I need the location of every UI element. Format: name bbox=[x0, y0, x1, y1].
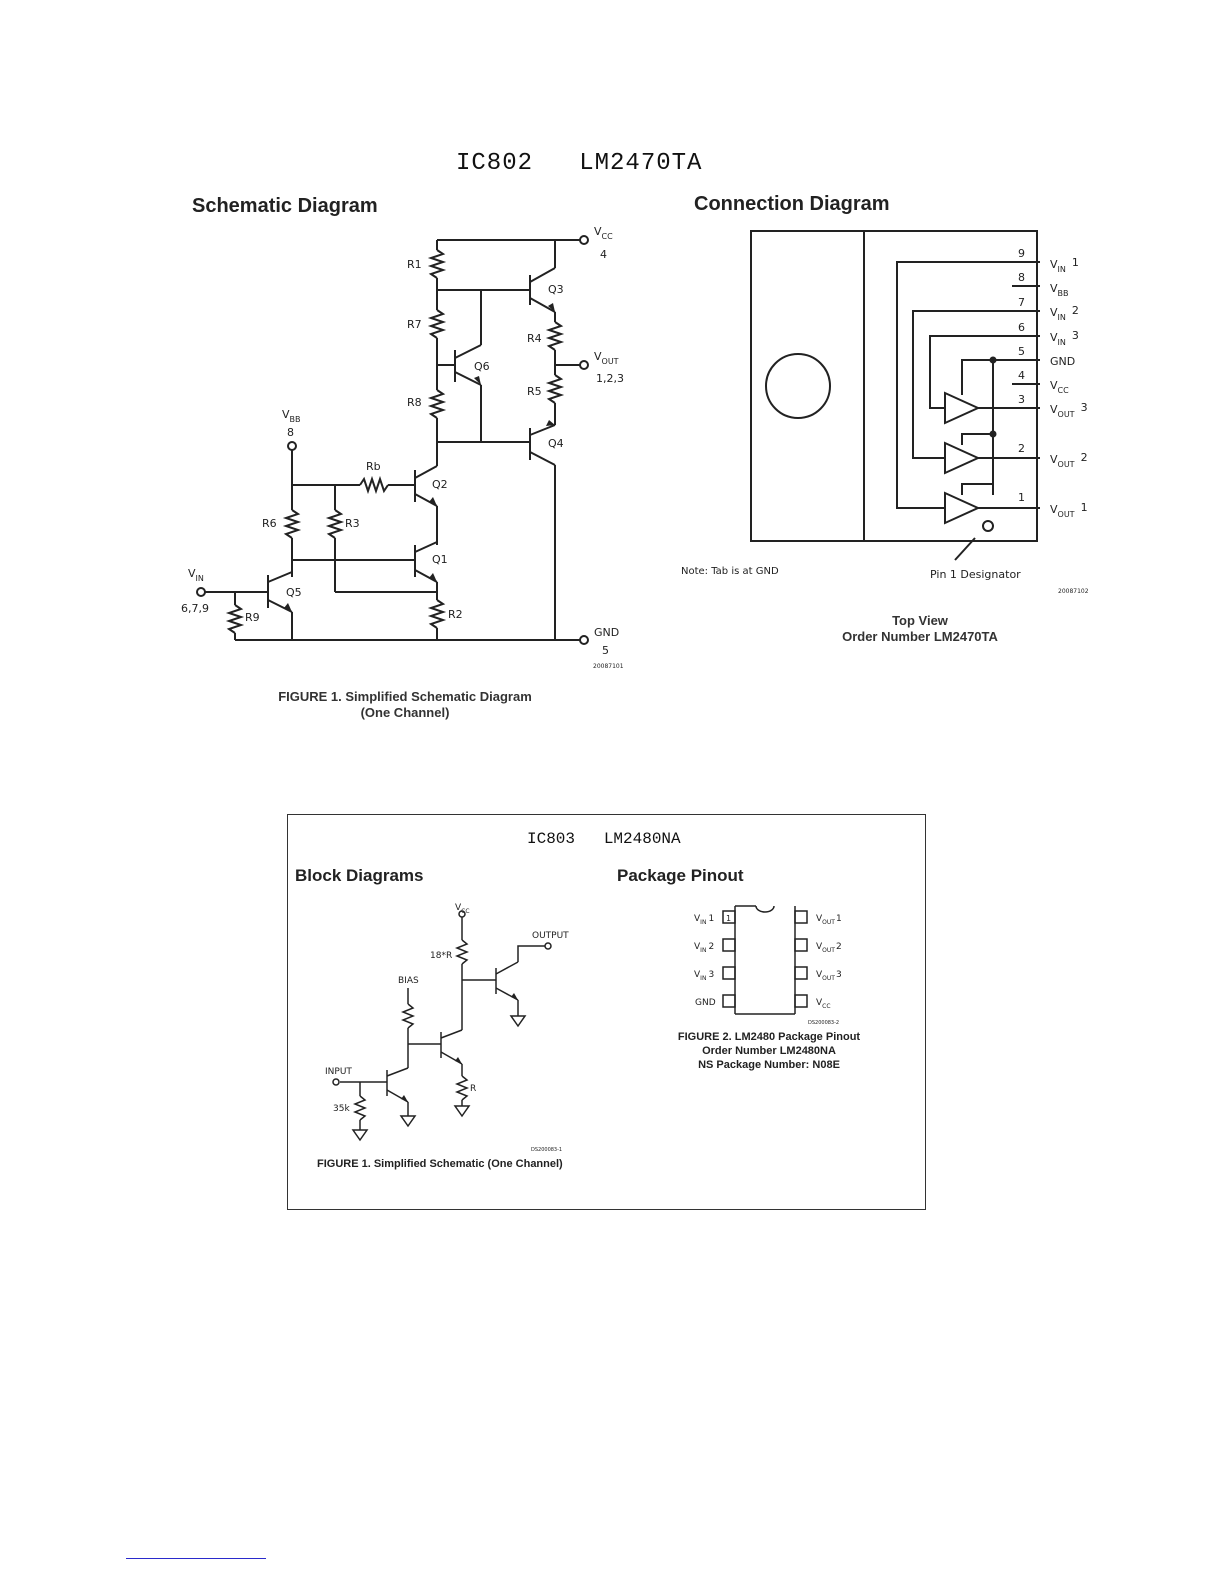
gnd-label: GND bbox=[594, 626, 619, 639]
q2-label: Q2 bbox=[432, 478, 448, 491]
bd-35k-label: 35k bbox=[333, 1104, 350, 1114]
r6-label: R6 bbox=[262, 517, 277, 530]
r5-label: R5 bbox=[527, 385, 542, 398]
pp-left-4: GND bbox=[695, 998, 716, 1008]
ic803-block-diagram: VCC OUTPUT 18*R BIAS INPUT 35k R DS20008… bbox=[325, 903, 569, 1153]
bd-input-label: INPUT bbox=[325, 1067, 352, 1077]
connection-code: 20087102 bbox=[1058, 588, 1089, 595]
cd-pin-7: 7 bbox=[1018, 296, 1025, 309]
cd-label-vcc: VCC bbox=[1050, 379, 1069, 395]
pp-right-2: VOUT2 bbox=[816, 942, 842, 954]
pinout-caption-2: Order Number LM2480NA bbox=[702, 1045, 836, 1057]
pin1-designator-label: Pin 1 Designator bbox=[930, 568, 1021, 581]
bd-vcc-label: VCC bbox=[455, 903, 470, 915]
cd-label-vin2: VIN2 bbox=[1050, 304, 1079, 322]
r4-label: R4 bbox=[527, 332, 542, 345]
schematic-heading: Schematic Diagram bbox=[192, 195, 378, 217]
ic803-title: IC803 LM2480NA bbox=[527, 830, 681, 848]
cd-pin-2: 2 bbox=[1018, 442, 1025, 455]
bd-18r-label: 18*R bbox=[430, 951, 452, 961]
bd-bias-label: BIAS bbox=[398, 976, 419, 986]
tab-note: Note: Tab is at GND bbox=[681, 566, 779, 577]
ic803-panel bbox=[287, 814, 926, 1210]
rb-label: Rb bbox=[366, 460, 381, 473]
bd-code: DS200083-1 bbox=[531, 1147, 562, 1153]
q1-label: Q1 bbox=[432, 553, 448, 566]
vbb-pin-label: 8 bbox=[287, 426, 294, 439]
r7-label: R7 bbox=[407, 318, 422, 331]
block-caption: FIGURE 1. Simplified Schematic (One Chan… bbox=[317, 1158, 563, 1170]
pp-right-1: VOUT1 bbox=[816, 914, 842, 926]
order-number-label: Order Number LM2470TA bbox=[842, 629, 998, 644]
cd-pin-4: 4 bbox=[1018, 369, 1025, 382]
cd-label-vin3: VIN3 bbox=[1050, 329, 1079, 347]
ic802-title: IC802 LM2470TA bbox=[456, 150, 703, 177]
vout-label: VOUT bbox=[594, 350, 619, 366]
bd-r-label: R bbox=[470, 1084, 476, 1094]
ic802-connection-diagram: 9 8 7 6 5 4 3 2 1 VIN1 VBB VIN2 VIN3 GND… bbox=[681, 230, 1089, 595]
block-diagrams-heading: Block Diagrams bbox=[295, 866, 424, 885]
vin-label: VIN bbox=[188, 567, 204, 583]
q5-label: Q5 bbox=[286, 586, 302, 599]
pp-code: DS200083-2 bbox=[808, 1020, 839, 1026]
vcc-label: VCC bbox=[594, 225, 613, 241]
pinout-caption-1: FIGURE 2. LM2480 Package Pinout bbox=[677, 1031, 861, 1043]
pp-right-4: VCC bbox=[816, 998, 831, 1010]
ic802-schematic-diagram: VCC 4 VOUT 1,2,3 VBB 8 VIN 6,7,9 GND 5 R… bbox=[181, 225, 624, 670]
vout-pins-label: 1,2,3 bbox=[596, 372, 624, 385]
gnd-pin-label: 5 bbox=[602, 644, 609, 657]
package-pinout-heading: Package Pinout bbox=[617, 866, 744, 885]
cd-label-vout1: VOUT1 bbox=[1050, 501, 1088, 519]
r3-label: R3 bbox=[345, 517, 360, 530]
q6-label: Q6 bbox=[474, 360, 490, 373]
pinout-caption-3: NS Package Number: N08E bbox=[698, 1059, 840, 1071]
cd-label-gnd: GND bbox=[1050, 355, 1075, 368]
q3-label: Q3 bbox=[548, 283, 564, 296]
vbb-label: VBB bbox=[282, 408, 301, 424]
cd-label-vout2: VOUT2 bbox=[1050, 451, 1088, 469]
cd-label-vout3: VOUT3 bbox=[1050, 401, 1088, 419]
pp-right-3: VOUT3 bbox=[816, 970, 842, 982]
r2-label: R2 bbox=[448, 608, 463, 621]
r9-label: R9 bbox=[245, 611, 260, 624]
r1-label: R1 bbox=[407, 258, 422, 271]
schematic-caption-1: FIGURE 1. Simplified Schematic Diagram bbox=[278, 689, 532, 704]
bd-output-label: OUTPUT bbox=[532, 931, 569, 941]
cd-pin-3: 3 bbox=[1018, 393, 1025, 406]
schematic-caption-2: (One Channel) bbox=[360, 705, 450, 720]
footnote-separator bbox=[126, 1558, 266, 1559]
vcc-pin-label: 4 bbox=[600, 248, 607, 261]
vin-pins-label: 6,7,9 bbox=[181, 602, 209, 615]
cd-pin-6: 6 bbox=[1018, 321, 1025, 334]
cd-pin-9: 9 bbox=[1018, 247, 1025, 260]
pin1-marker: 1 bbox=[726, 914, 731, 923]
r8-label: R8 bbox=[407, 396, 422, 409]
cd-pin-5: 5 bbox=[1018, 345, 1025, 358]
connection-heading: Connection Diagram bbox=[694, 193, 890, 215]
schematic-code: 20087101 bbox=[593, 663, 624, 670]
cd-label-vin1: VIN1 bbox=[1050, 256, 1079, 274]
cd-pin-1: 1 bbox=[1018, 491, 1025, 504]
q4-label: Q4 bbox=[548, 437, 564, 450]
cd-label-vbb: VBB bbox=[1050, 282, 1069, 298]
cd-pin-8: 8 bbox=[1018, 271, 1025, 284]
top-view-label: Top View bbox=[892, 613, 948, 628]
